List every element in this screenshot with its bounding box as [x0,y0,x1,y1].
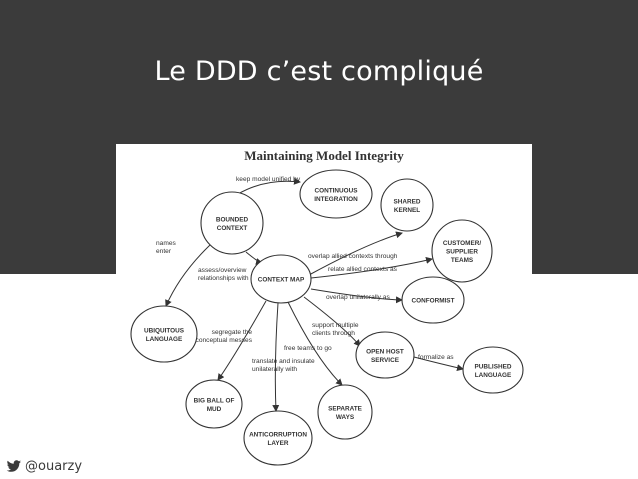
node-published-language: PUBLISHED LANGUAGE [462,346,524,394]
node-label: INTEGRATION [314,196,358,203]
twitter-handle: @ouarzy [25,458,83,474]
edge-overlap-unilaterally [310,288,403,304]
edge-label-segregate: conceptual messes [196,337,253,344]
edge-relate-allied [310,256,433,279]
node-ellipse [431,219,493,283]
node-ellipse [317,384,373,440]
node-ellipse [462,346,524,394]
edge-segregate [217,300,267,381]
edge-label-relate-allied: relate allied contexts as [328,266,398,273]
node-label: LANGUAGE [146,336,183,343]
edge-label-support-multiple: clients through [312,330,355,337]
node-label: UBIQUITOUS [144,327,185,334]
node-label: OPEN HOST [366,348,404,355]
node-ellipse [380,178,434,232]
edge-label-segregate: segregate the [212,329,253,336]
node-label: SEPARATE [328,405,363,412]
node-label: TEAMS [451,257,474,264]
node-label: KERNEL [394,207,420,214]
node-ellipse [243,410,313,466]
node-anticorruption-layer: ANTICORRUPTION LAYER [243,410,313,466]
edge-label-names-enter: enter [156,248,172,255]
edge-keep-unified [237,177,301,195]
edge-label-keep-unified: keep model unified by [236,176,301,183]
edge-label-overlap-allied: overlap allied contexts through [308,253,398,260]
node-label: SERVICE [371,357,400,364]
edge-label-support-multiple: support multiple [312,322,359,329]
node-label: BIG BALL OF [194,397,235,404]
node-label: BOUNDED [216,216,249,223]
edge-free-teams [287,301,343,386]
node-ellipse [250,254,312,304]
edge-translate [272,302,280,412]
edge-bounded-to-contextmap [245,251,263,265]
node-bounded-context: BOUNDED CONTEXT [200,191,264,255]
node-label: LANGUAGE [475,372,512,379]
node-label: WAYS [336,414,355,421]
node-ellipse [299,169,373,219]
node-ellipse [200,191,264,255]
diagram-title: Maintaining Model Integrity [244,148,404,163]
edge-formalize [413,356,464,372]
edge-label-assess-overview: relationships with [198,275,249,282]
edge-label-formalize: formalize as [418,354,454,361]
edge-label-free-teams: free teams to go [284,345,332,352]
node-label: SUPPLIER [446,249,478,256]
edge-label-assess-overview: assess/overview [198,267,247,274]
edge-label-names-enter: names [156,240,176,247]
node-label: CONTINUOUS [315,187,359,194]
node-big-ball-of-mud: BIG BALL OF MUD [185,379,243,429]
node-label: CUSTOMER/ [443,240,481,247]
edge-label-translate-insulate: translate and insulate [252,358,315,365]
node-ubiquitous-language: UBIQUITOUS LANGUAGE [130,305,198,363]
footer-handle: @ouarzy [6,456,82,476]
slide-title: Le DDD c’est compliqué [154,56,484,87]
node-conformist: CONFORMIST [401,276,465,324]
edge-label-translate-insulate: unilaterally with [252,366,297,373]
diagram-panel: Maintaining Model Integrity CONTINUOUS IN… [116,144,532,466]
node-ellipse [130,305,198,363]
node-label: CONFORMIST [412,298,455,305]
node-open-host-service: OPEN HOST SERVICE [355,331,415,379]
twitter-bird-icon [6,460,21,472]
edge-bounded-to-language [165,244,211,307]
edge-overlap-allied [308,231,403,276]
node-label: PUBLISHED [475,363,512,370]
node-label: SHARED [394,198,421,205]
node-label: CONTEXT [217,225,248,232]
edge-label-overlap-unilaterally: overlap unilaterally as [326,294,390,301]
node-label: ANTICORRUPTION [249,431,307,438]
node-shared-kernel: SHARED KERNEL [380,178,434,232]
node-label: CONTEXT MAP [258,277,305,284]
node-context-map: CONTEXT MAP [250,254,312,304]
node-ellipse [185,379,243,429]
node-label: LAYER [267,440,288,447]
node-separate-ways: SEPARATE WAYS [317,384,373,440]
node-label: MUD [207,406,222,413]
edge-support-multiple [303,296,361,347]
node-ellipse [401,276,465,324]
node-continuous-integration: CONTINUOUS INTEGRATION [299,169,373,219]
node-ellipse [355,331,415,379]
